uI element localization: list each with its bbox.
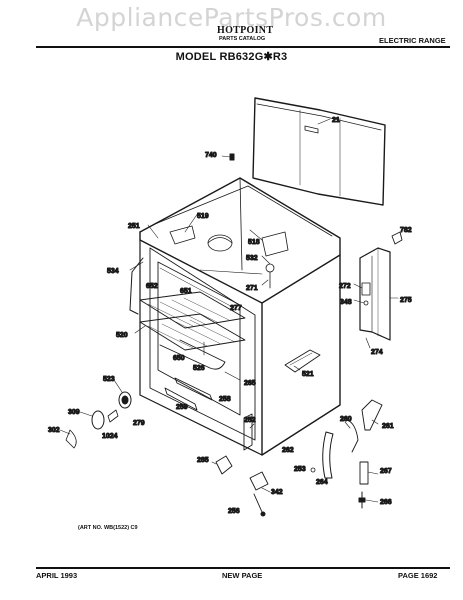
label-650: 650 — [173, 355, 185, 362]
screw-740 — [221, 153, 235, 161]
label-532: 532 — [246, 255, 258, 262]
side-trim — [243, 413, 253, 451]
label-259: 259 — [176, 404, 188, 411]
header-rule — [36, 46, 450, 48]
label-518: 518 — [248, 239, 260, 246]
side-panel-275 — [359, 247, 391, 341]
label-264: 264 — [316, 479, 328, 486]
footer-new-page: NEW PAGE — [222, 571, 263, 580]
control-knob-assembly — [65, 391, 132, 449]
range-cabinet — [139, 177, 341, 456]
art-number: (ART NO. WB(1522) C9 — [78, 525, 138, 531]
product-type: ELECTRIC RANGE — [379, 36, 446, 45]
label-1024: 1024 — [102, 433, 118, 440]
label-266: 266 — [380, 499, 392, 506]
label-253: 253 — [294, 466, 306, 473]
label-267: 267 — [380, 468, 392, 475]
label-302: 302 — [48, 427, 60, 434]
label-309: 309 — [68, 409, 80, 416]
label-526: 526 — [193, 365, 205, 372]
footer-rule — [36, 567, 450, 569]
label-782: 782 — [400, 227, 412, 234]
label-252-trim: 252 — [244, 417, 256, 424]
door-hinge-parts — [322, 399, 383, 509]
label-348: 348 — [340, 299, 352, 306]
label-261: 261 — [382, 423, 394, 430]
label-262: 262 — [282, 447, 294, 454]
leader-lines — [59, 118, 399, 503]
label-521: 521 — [302, 371, 314, 378]
catalog-label: PARTS CATALOG — [219, 36, 266, 42]
label-523: 523 — [103, 376, 115, 383]
footer-date: APRIL 1993 — [36, 571, 78, 580]
label-274: 274 — [371, 349, 383, 356]
label-256: 256 — [228, 508, 240, 515]
label-652: 652 — [146, 283, 158, 290]
oven-racks — [139, 291, 246, 370]
label-285: 285 — [197, 457, 209, 464]
label-21: 21 — [332, 117, 340, 124]
label-275: 275 — [400, 297, 412, 304]
label-740: 740 — [205, 152, 217, 159]
watermark: AppliancePartsPros.com — [76, 3, 387, 32]
drawer-slides — [164, 377, 213, 411]
label-519: 519 — [197, 213, 209, 220]
label-534: 534 — [107, 268, 119, 275]
label-265: 265 — [244, 380, 256, 387]
label-260: 260 — [340, 416, 352, 423]
part-number-labels: 21 740 782 519 251 518 532 534 652 651 2… — [48, 117, 413, 516]
label-258: 258 — [219, 396, 231, 403]
bottom-components — [215, 455, 316, 517]
clip-782 — [391, 231, 403, 245]
backsplash-panel — [252, 97, 386, 206]
label-342: 342 — [271, 489, 283, 496]
label-272: 272 — [339, 283, 351, 290]
label-277: 277 — [230, 305, 242, 312]
label-279: 279 — [133, 420, 145, 427]
label-520: 520 — [116, 332, 128, 339]
label-251: 251 — [128, 223, 140, 230]
label-271: 271 — [246, 285, 258, 292]
door-gasket — [129, 257, 144, 315]
footer-page-number: PAGE 1692 — [398, 571, 438, 580]
brand-name: HOTPOINT — [217, 25, 274, 36]
model-title: MODEL RB632G✱R3 — [175, 51, 288, 63]
label-651: 651 — [180, 288, 192, 295]
